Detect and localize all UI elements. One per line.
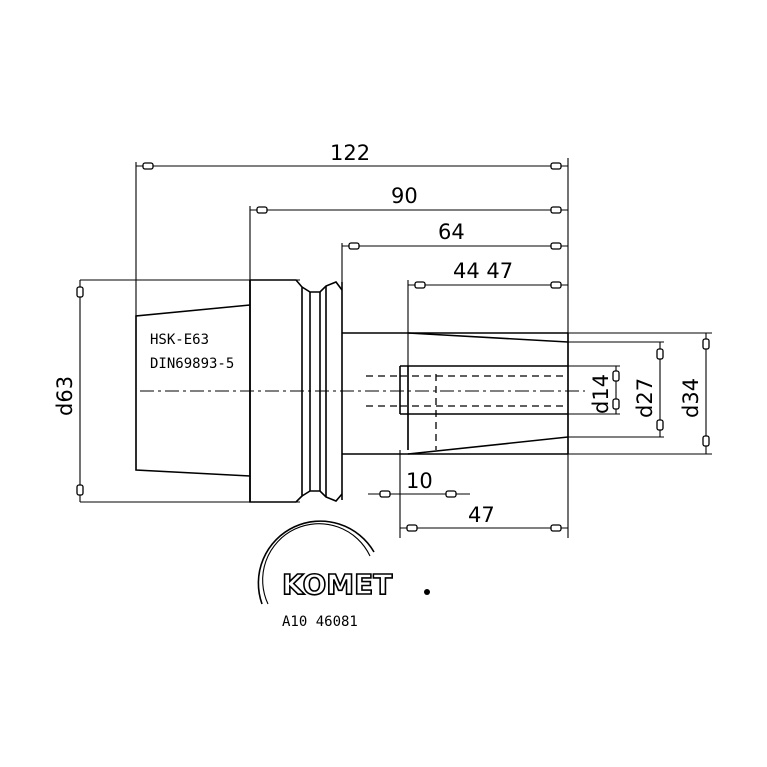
dimension-line-d63 [76,280,84,502]
dim-d63-label: d63 [53,376,77,416]
dim-90-label: 90 [391,184,418,208]
dim-44-47-label: 44 47 [453,259,513,283]
dimension-line-90 [250,206,568,214]
dim-10-label: 10 [406,469,433,493]
dim-d34-label: d34 [679,378,703,418]
dimension-line-47 [400,524,568,532]
extension-lines [80,158,712,538]
dimension-line-10 [368,490,470,498]
dim-64-label: 64 [438,220,465,244]
dimension-line-64 [342,242,568,250]
logo-dot [424,589,430,595]
standard-label: DIN69893-5 [150,356,234,372]
dimension-line-122 [136,162,568,170]
dimension-line-d34 [702,333,710,454]
dim-122-label: 122 [330,141,370,165]
komet-logo: KOMET [257,520,430,605]
dim-47-label: 47 [468,503,495,527]
dimension-line-d14 [612,366,620,414]
dimension-line-44-47 [408,281,568,289]
part-number: A10 46081 [282,614,358,630]
brand-name: KOMET [282,568,392,601]
dim-d14-label: d14 [589,374,613,414]
interface-label: HSK-E63 [150,332,209,348]
dim-d27-label: d27 [633,378,657,418]
hidden-lines [366,374,568,450]
dimension-line-d27 [656,342,664,437]
